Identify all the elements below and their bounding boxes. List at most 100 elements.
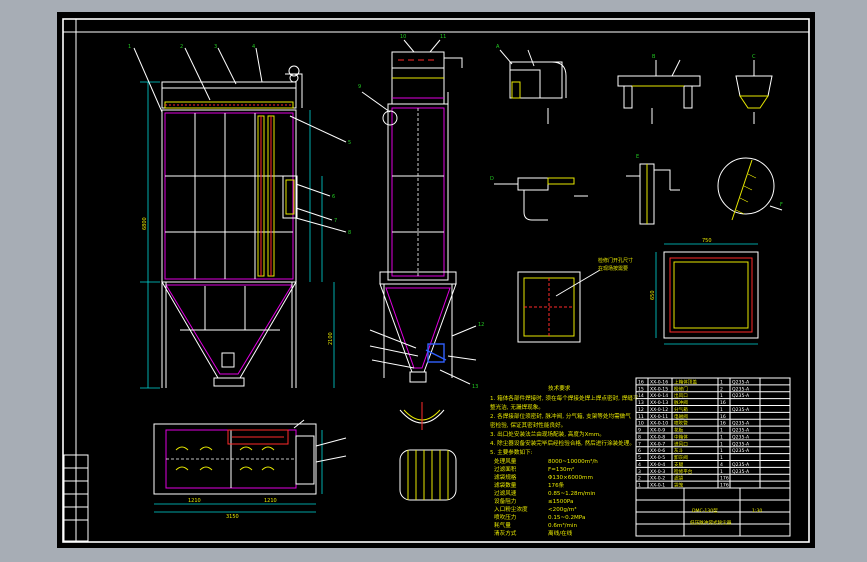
table-cell: 16 bbox=[720, 421, 726, 427]
balloon-3: 3 bbox=[214, 44, 217, 50]
table-cell: 11 bbox=[638, 414, 644, 420]
table-cell: XX-0-5 bbox=[650, 455, 665, 461]
table-cell: 1 bbox=[720, 455, 723, 461]
tech-line-5: 3. 出口处安装法兰由现场配装, 高度为Xmm。 bbox=[490, 430, 605, 438]
table-cell: 1 bbox=[720, 441, 723, 447]
table-cell: Q235-A bbox=[732, 462, 750, 468]
tech-line-3: 2. 各焊接部位须密封, 脉冲阀, 分气箱, 支架等处均需做气 bbox=[490, 412, 631, 420]
callout-f: F bbox=[780, 202, 783, 208]
table-cell: Q235-A bbox=[732, 448, 750, 454]
revision-strip bbox=[63, 454, 89, 542]
table-cell: XX-0-10 bbox=[650, 421, 668, 427]
balloon-9: 9 bbox=[358, 84, 361, 90]
table-cell: Q235-A bbox=[732, 434, 750, 440]
table-cell: 13 bbox=[638, 400, 644, 406]
param-label: 耗气量 bbox=[494, 521, 511, 529]
balloon-10: 10 bbox=[400, 34, 406, 40]
table-cell: 卸灰阀 bbox=[674, 454, 688, 461]
table-cell: 滤袋 bbox=[674, 475, 684, 482]
table-cell: 1 bbox=[720, 469, 723, 475]
drawing-scale: 1:30 bbox=[752, 508, 762, 514]
table-cell: 6 bbox=[638, 448, 641, 454]
table-cell: 8 bbox=[638, 434, 641, 440]
half-ring-view bbox=[399, 402, 445, 430]
balloon-5: 5 bbox=[348, 140, 351, 146]
table-cell: 1 bbox=[720, 428, 723, 434]
table-cell: XX-0-3 bbox=[650, 469, 665, 475]
dim-height-total: 6800 bbox=[142, 217, 148, 230]
param-label: 过滤风速 bbox=[494, 489, 517, 497]
table-cell: 1 bbox=[720, 434, 723, 440]
table-cell: XX-0-12 bbox=[650, 407, 668, 413]
table-cell: XX-0-1 bbox=[650, 483, 665, 489]
table-cell: 喷吹管 bbox=[674, 420, 688, 427]
balloon-13: 13 bbox=[472, 384, 478, 390]
param-label: 入口粉尘浓度 bbox=[494, 505, 528, 513]
param-label: 滤袋数量 bbox=[494, 481, 517, 489]
table-cell: 5 bbox=[638, 455, 641, 461]
callout-b: B bbox=[652, 54, 656, 60]
table-cell: XX-0-16 bbox=[650, 379, 668, 385]
tech-line-4: 密检验, 保证其密封性能良好。 bbox=[490, 421, 566, 429]
param-label: 滤袋规格 bbox=[494, 473, 517, 481]
param-label: 过滤面积 bbox=[494, 465, 517, 473]
param-value: 离线/在线 bbox=[548, 529, 573, 537]
table-cell: 2 bbox=[720, 386, 723, 392]
table-cell: 电磁阀 bbox=[674, 413, 688, 420]
table-cell: XX-0-7 bbox=[650, 441, 665, 447]
table-cell: Q235-A bbox=[732, 441, 750, 447]
table-cell: XX-0-14 bbox=[650, 393, 668, 399]
param-label: 喷吹压力 bbox=[494, 513, 517, 521]
table-cell: Q235-A bbox=[732, 428, 750, 434]
table-cell: 1 bbox=[720, 448, 723, 454]
dim-inlet-w: 750 bbox=[702, 238, 712, 244]
balloon-2: 2 bbox=[180, 44, 183, 50]
drawing-number: DMC-130型 bbox=[692, 507, 718, 514]
table-cell: 1 bbox=[720, 393, 723, 399]
table-cell: XX-0-9 bbox=[650, 428, 665, 434]
param-value: 0.85~1.28m/min bbox=[548, 491, 596, 497]
table-cell: 176 bbox=[720, 483, 729, 489]
table-cell: 3 bbox=[638, 469, 641, 475]
detail-c: C bbox=[735, 54, 773, 124]
table-cell: Q235-A bbox=[732, 386, 750, 392]
table-cell: Q235-A bbox=[732, 407, 750, 413]
callout-c: C bbox=[752, 54, 756, 60]
table-cell: 16 bbox=[720, 414, 726, 420]
table-cell: 4 bbox=[638, 462, 641, 468]
table-cell: 袋笼 bbox=[674, 482, 684, 489]
table-cell: 12 bbox=[638, 407, 644, 413]
param-label: 清灰方式 bbox=[494, 529, 517, 537]
param-label: 处理风量 bbox=[494, 457, 517, 465]
balloon-8: 8 bbox=[348, 230, 351, 236]
param-value: <200g/m³ bbox=[548, 506, 577, 513]
table-cell: 上箱体顶盖 bbox=[674, 378, 697, 385]
param-value: ≤1500Pa bbox=[548, 499, 573, 505]
bag-cage-view bbox=[399, 449, 457, 501]
table-cell: XX-0-4 bbox=[650, 462, 665, 468]
balloon-7: 7 bbox=[334, 218, 337, 224]
dim-plan-width: 3150 bbox=[226, 514, 239, 520]
tech-line-6: 4. 除尘器设备安装完毕后经检验合格, 然后进行涂装处理。 bbox=[490, 439, 635, 447]
table-cell: Q235-A bbox=[732, 393, 750, 399]
table-cell: 1 bbox=[720, 407, 723, 413]
detail-e: E bbox=[626, 154, 680, 225]
balloon-4: 4 bbox=[252, 44, 255, 50]
table-cell: 7 bbox=[638, 441, 641, 447]
table-cell: 脉冲阀 bbox=[674, 399, 688, 406]
tech-title: 技术要求 bbox=[548, 384, 571, 392]
detail-b: B bbox=[617, 54, 701, 124]
balloon-11: 11 bbox=[440, 34, 446, 40]
table-cell: XX-0-8 bbox=[650, 434, 665, 440]
table-cell: 中箱体 bbox=[674, 433, 688, 440]
table-cell: 9 bbox=[638, 428, 641, 434]
callout-e: E bbox=[636, 154, 639, 160]
table-cell: 176 bbox=[720, 476, 729, 482]
technical-requirements: 技术要求 1. 箱体各部件焊接时, 须在每个焊接处焊上焊点密封, 焊缝平 整光洁… bbox=[490, 384, 639, 537]
table-cell: XX-0-11 bbox=[650, 414, 668, 420]
table-cell: XX-0-13 bbox=[650, 400, 668, 406]
table-cell: 灰斗 bbox=[674, 447, 684, 454]
